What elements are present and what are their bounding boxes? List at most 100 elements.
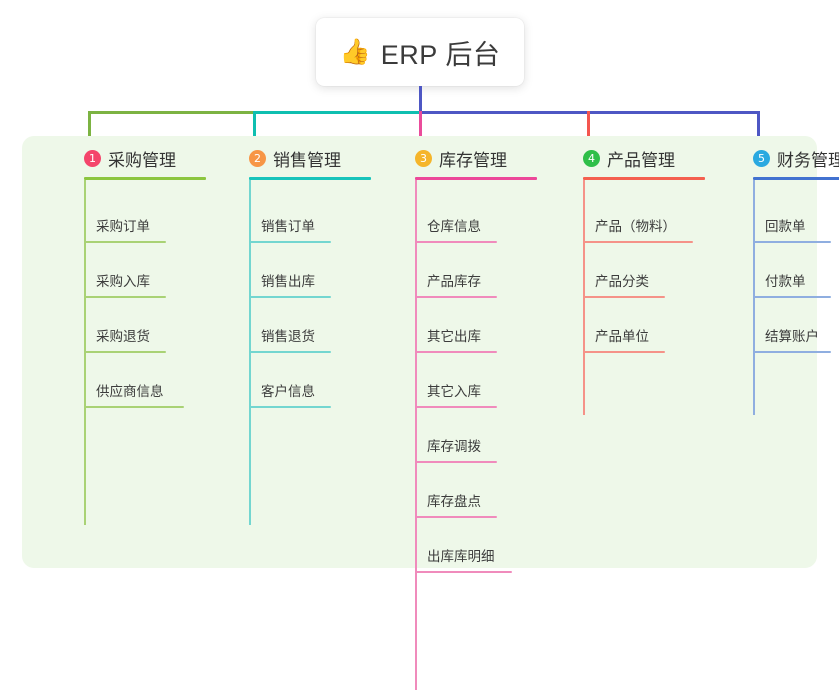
list-item-underline: [249, 351, 331, 353]
list-item-label: 采购订单: [96, 219, 150, 234]
column-underline: [415, 177, 537, 180]
list-item[interactable]: 其它入库: [397, 362, 565, 417]
list-item-label: 库存调拨: [427, 439, 481, 454]
column-number-badge: 1: [84, 149, 101, 167]
connector-drop-5: [757, 111, 760, 143]
list-item-label: 结算账户: [765, 329, 819, 344]
column-header-3[interactable]: 3 库存管理: [397, 143, 565, 173]
list-item-underline: [249, 241, 331, 243]
list-item[interactable]: 采购订单: [66, 197, 231, 252]
column-number-badge: 5: [753, 149, 770, 167]
column-item-list: 销售订单销售出库销售退货客户信息: [231, 180, 396, 417]
list-item[interactable]: 回款单: [735, 197, 839, 252]
column-number-badge: 2: [249, 149, 266, 167]
list-item-label: 销售订单: [261, 219, 315, 234]
list-item-label: 库存盘点: [427, 494, 481, 509]
list-item[interactable]: 仓库信息: [397, 197, 565, 252]
list-item-label: 采购入库: [96, 274, 150, 289]
list-item-underline: [84, 406, 184, 408]
column-item-list: 产品（物料） 产品分类产品单位: [565, 180, 735, 362]
list-item-label: 仓库信息: [427, 219, 481, 234]
list-item[interactable]: 产品库存: [397, 252, 565, 307]
connector-trunk: [419, 86, 422, 113]
list-item[interactable]: 销售出库: [231, 252, 396, 307]
list-item-underline: [415, 241, 497, 243]
list-item-underline: [583, 351, 665, 353]
column-number-badge: 4: [583, 149, 600, 167]
list-item-label: 出库库明细: [427, 549, 495, 564]
list-item[interactable]: 销售订单: [231, 197, 396, 252]
list-item[interactable]: 客户信息: [231, 362, 396, 417]
column-item-list: 仓库信息产品库存其它出库其它入库库存调拨库存盘点出库库明细: [397, 180, 565, 582]
connector-bar-segment-1: [88, 111, 254, 114]
list-item[interactable]: 结算账户: [735, 307, 839, 362]
column-title: 采购管理: [108, 150, 176, 170]
list-item-label: 产品（物料）: [595, 219, 676, 234]
list-item[interactable]: 出库库明细: [397, 527, 565, 582]
list-item[interactable]: 付款单: [735, 252, 839, 307]
list-item-label: 产品库存: [427, 274, 481, 289]
list-item-underline: [249, 296, 331, 298]
list-item-label: 销售退货: [261, 329, 315, 344]
page-title: ERP 后台: [380, 39, 501, 70]
list-item[interactable]: 产品分类: [565, 252, 735, 307]
column-header-5[interactable]: 5 财务管理: [735, 143, 839, 173]
connector-drop-2: [253, 111, 256, 143]
list-item-label: 供应商信息: [96, 384, 164, 399]
list-item[interactable]: 采购退货: [66, 307, 231, 362]
list-item-underline: [753, 351, 831, 353]
column-item-list: 回款单付款单结算账户: [735, 180, 839, 362]
list-item-underline: [249, 406, 331, 408]
list-item[interactable]: 销售退货: [231, 307, 396, 362]
list-item[interactable]: 采购入库: [66, 252, 231, 307]
list-item-underline: [753, 241, 831, 243]
column-underline: [753, 177, 839, 180]
list-item-label: 产品单位: [595, 329, 649, 344]
list-item-underline: [84, 296, 166, 298]
connector-drop-3: [419, 111, 422, 143]
list-item[interactable]: 供应商信息: [66, 362, 231, 417]
list-item-underline: [415, 461, 497, 463]
column-item-list: 采购订单采购入库采购退货供应商信息: [66, 180, 231, 417]
list-item-underline: [415, 406, 497, 408]
column-underline: [249, 177, 371, 180]
column-spine: [415, 180, 417, 690]
column-header-1[interactable]: 1 采购管理: [66, 143, 231, 173]
column-underline: [84, 177, 206, 180]
list-item-underline: [753, 296, 831, 298]
list-item-label: 回款单: [765, 219, 806, 234]
connector-bar-segment-2: [253, 111, 420, 114]
column-number-badge: 3: [415, 149, 432, 167]
thumbs-up-icon: 👍: [339, 37, 371, 66]
list-item-underline: [415, 516, 497, 518]
list-item-underline: [415, 571, 512, 573]
list-item-label: 销售出库: [261, 274, 315, 289]
list-item[interactable]: 产品单位: [565, 307, 735, 362]
root-node-card[interactable]: 👍 ERP 后台: [316, 18, 524, 86]
list-item-underline: [415, 351, 497, 353]
list-item-underline: [583, 296, 665, 298]
column-underline: [583, 177, 705, 180]
list-item-label: 其它出库: [427, 329, 481, 344]
list-item[interactable]: 库存盘点: [397, 472, 565, 527]
list-item[interactable]: 库存调拨: [397, 417, 565, 472]
list-item-underline: [84, 351, 166, 353]
list-item-underline: [415, 296, 497, 298]
list-item-label: 付款单: [765, 274, 806, 289]
column-5: 5 财务管理回款单付款单结算账户: [735, 143, 839, 415]
list-item-label: 产品分类: [595, 274, 649, 289]
connector-drop-1: [88, 111, 91, 143]
column-1: 1 采购管理采购订单采购入库采购退货供应商信息: [66, 143, 231, 525]
list-item[interactable]: 其它出库: [397, 307, 565, 362]
list-item-label: 采购退货: [96, 329, 150, 344]
list-item-underline: [84, 241, 166, 243]
list-item-label: 客户信息: [261, 384, 315, 399]
connector-drop-4: [587, 111, 590, 143]
list-item[interactable]: 产品（物料）: [565, 197, 735, 252]
column-title: 库存管理: [439, 150, 507, 170]
column-title: 财务管理: [777, 150, 839, 170]
